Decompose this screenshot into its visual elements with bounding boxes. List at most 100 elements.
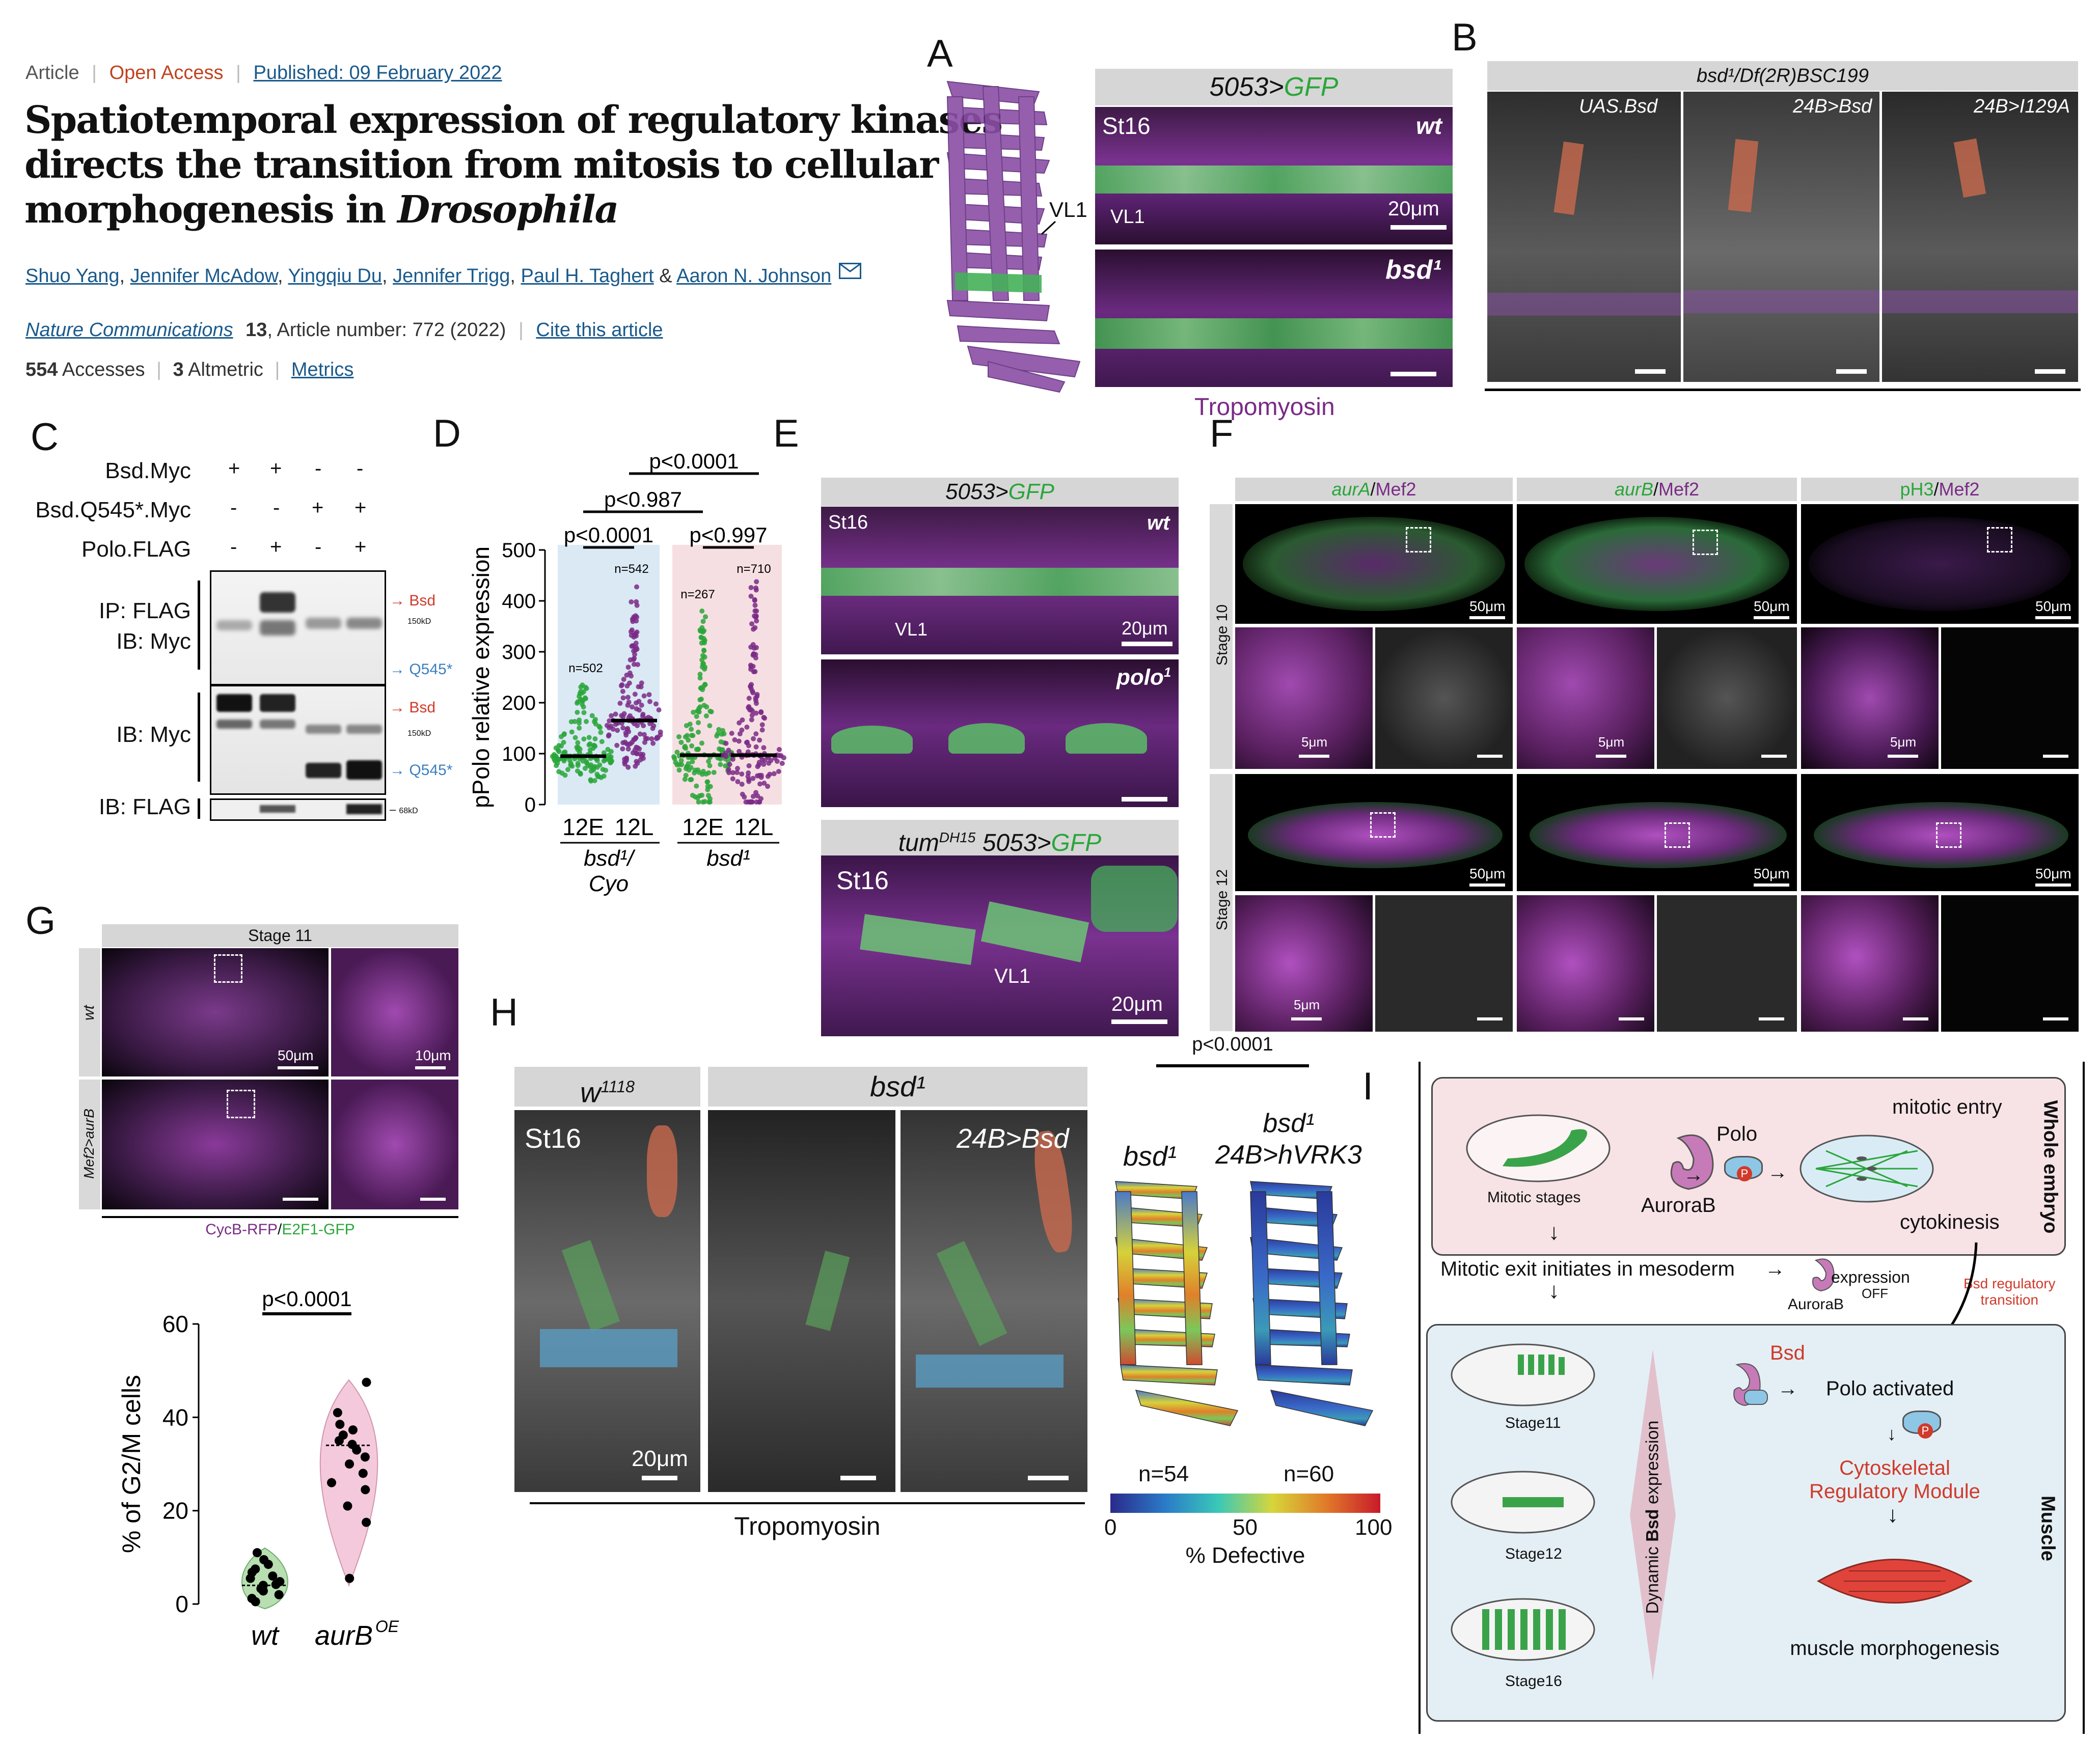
data-point (756, 799, 762, 805)
data-point (761, 781, 767, 786)
data-point (587, 747, 593, 753)
data-point (647, 699, 652, 704)
x-tick-label: wt (251, 1620, 280, 1651)
data-point (631, 661, 637, 667)
panel-h-sig: p<0.0001 (1192, 1034, 1273, 1055)
micrograph-f-ph3-st12: 50μm (1801, 774, 2079, 891)
x-tick-label: aurB (315, 1620, 373, 1651)
open-access-label: Open Access (109, 62, 224, 84)
data-point (553, 745, 559, 751)
data-point (247, 1594, 257, 1603)
data-point (703, 614, 708, 620)
data-point (729, 731, 734, 736)
data-point (748, 585, 754, 590)
data-point (598, 730, 604, 735)
email-icon[interactable] (838, 263, 861, 279)
data-point (630, 739, 635, 745)
data-point (756, 760, 762, 765)
data-point (672, 756, 677, 761)
data-point (752, 598, 757, 603)
data-point (589, 713, 595, 719)
data-point (634, 584, 639, 590)
data-point (707, 708, 713, 714)
volume: 13 (246, 319, 267, 341)
mitotic-exit-text: Mitotic exit initiates in mesoderm (1440, 1258, 1735, 1280)
data-point (761, 745, 767, 751)
data-point (700, 619, 706, 624)
data-point (362, 1377, 371, 1387)
data-point (696, 729, 701, 735)
author-list: Shuo Yang, Jennifer McAdow, Yingqiu Du, … (25, 263, 861, 287)
data-point (735, 779, 741, 784)
n-label-2: n=60 (1284, 1461, 1334, 1486)
micrograph-f-zoom7: 5μm (1235, 895, 1373, 1032)
x-tick-label: 12L (734, 814, 774, 840)
author-link[interactable]: Shuo Yang (25, 265, 120, 287)
micrograph-g-mef-zoom (331, 1080, 458, 1209)
accesses-count: 554 (25, 359, 58, 380)
group-label: bsd¹/ (584, 846, 636, 871)
data-point (779, 761, 785, 766)
data-point (707, 763, 713, 768)
muscle-diagram-a (946, 80, 1081, 393)
data-point (634, 706, 639, 711)
x-tick-label: 12L (615, 814, 654, 840)
panel-a-caption: Tropomyosin (1194, 394, 1335, 421)
micrograph-h-bsd (708, 1110, 895, 1492)
data-point (632, 652, 638, 657)
data-point (362, 1517, 371, 1527)
data-point (739, 727, 745, 733)
author-link[interactable]: Jennifer Trigg (393, 265, 510, 287)
author-link[interactable]: Jennifer McAdow (130, 265, 278, 287)
phospho-icon: P (1737, 1166, 1752, 1181)
y-tick-label: 200 (502, 692, 536, 714)
data-point (251, 1564, 260, 1574)
data-point (252, 1548, 262, 1558)
data-point (695, 708, 700, 714)
data-point (774, 758, 780, 764)
published-date-link[interactable]: Published: 09 February 2022 (253, 62, 502, 84)
cite-link[interactable]: Cite this article (536, 319, 663, 341)
data-point (749, 621, 755, 627)
panel-h-header-2: bsd¹ (708, 1067, 1087, 1107)
metrics-link[interactable]: Metrics (291, 359, 354, 380)
data-point (575, 740, 581, 745)
data-point (706, 759, 712, 764)
data-point (683, 745, 689, 751)
data-point (347, 1440, 357, 1449)
data-point (622, 739, 628, 745)
author-link[interactable]: Yingqiu Du (288, 265, 382, 287)
data-point (753, 710, 759, 716)
embryo-stage12-icon (1451, 1471, 1595, 1534)
data-point (683, 772, 689, 778)
data-point (578, 689, 584, 695)
data-point (711, 769, 717, 775)
panel-b-header: bsd¹/Df(2R)BSC199 (1487, 61, 2078, 91)
data-point (701, 703, 707, 708)
data-point (599, 739, 605, 744)
journal-link[interactable]: Nature Communications (25, 319, 233, 341)
data-point (632, 721, 637, 727)
n-label: n=502 (568, 661, 603, 675)
micrograph-h-w1118: St16 20μm (514, 1110, 700, 1492)
author-link[interactable]: Aaron N. Johnson (676, 265, 832, 287)
data-point (586, 735, 592, 740)
n-label: n=267 (680, 588, 715, 601)
author-link[interactable]: Paul H. Taghert (521, 265, 654, 287)
data-point (617, 701, 623, 706)
data-point (740, 717, 745, 723)
micrograph-f-aurb-st10: 50μm (1517, 504, 1797, 624)
citation-line: Nature Communications 13, Article number… (25, 319, 663, 341)
data-point (639, 702, 644, 708)
data-point (759, 727, 765, 733)
data-point (696, 769, 702, 775)
data-point (568, 719, 574, 725)
data-point (718, 739, 724, 744)
micrograph-f-ph3-st10: 50μm (1801, 504, 2079, 624)
sig-bracket-right-label: p<0.997 (690, 523, 768, 547)
data-point (690, 759, 695, 764)
n-label: n=710 (737, 562, 771, 576)
panel-label-g: G (25, 899, 56, 943)
data-point (746, 779, 752, 784)
data-point (655, 735, 661, 740)
